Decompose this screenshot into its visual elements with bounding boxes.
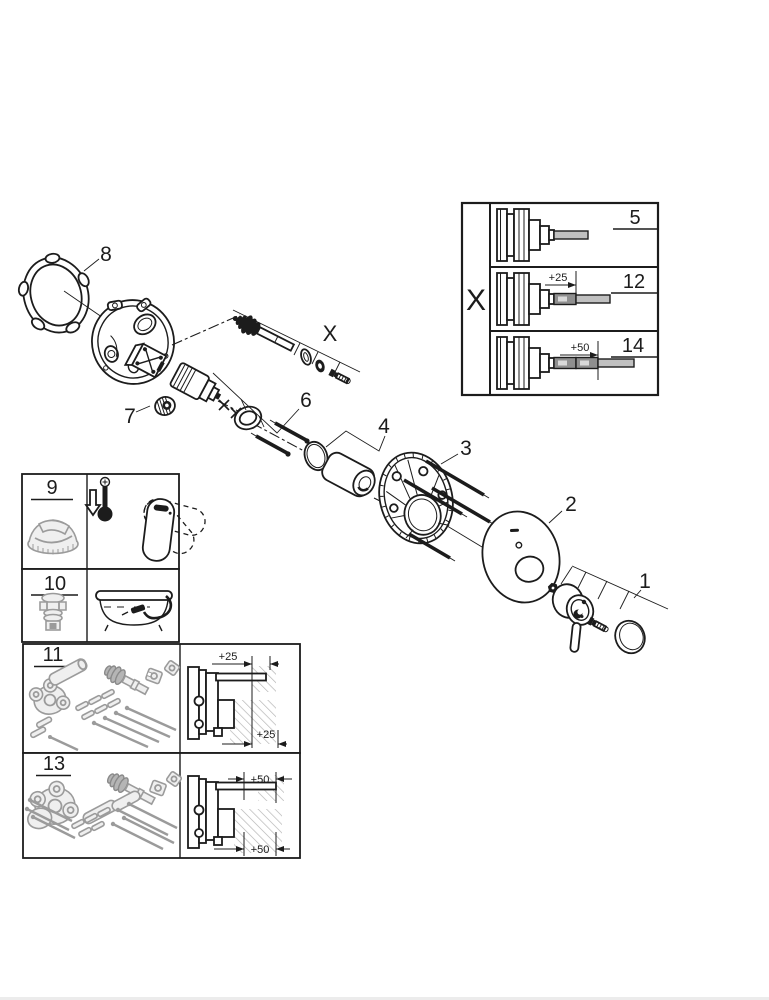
callout-x: X [323, 321, 338, 346]
wall-50-dim-bottom: +50 [251, 844, 270, 856]
callout-8: 8 [100, 243, 112, 266]
callout-8-leader [83, 258, 100, 272]
wall-25-dim-bottom: +25 [257, 729, 276, 741]
variant-row-12-dimension: +25 [549, 272, 568, 284]
callout-4: 4 [378, 415, 390, 438]
box-11-number: 11 [43, 644, 64, 666]
spare-box-9: 9 [21, 473, 206, 570]
box-9-number: 9 [46, 477, 57, 499]
plug-part-7 [154, 395, 176, 417]
bathtub-icon [95, 590, 173, 632]
stop-nut [315, 359, 325, 373]
callout-3: 3 [460, 437, 472, 460]
callout-1: 1 [639, 570, 651, 593]
check-valve-part [39, 592, 67, 631]
bracket-4 [325, 430, 386, 452]
handle-part-1: 1 [547, 565, 669, 655]
variant-row-14: +50 14 [496, 335, 657, 390]
extension-kit-50-parts [24, 771, 183, 851]
variant-row-14-number: 14 [622, 335, 644, 357]
sleeve-part-4: 4 [303, 415, 390, 498]
valve-body [91, 297, 175, 385]
lever-rotation-icon [141, 498, 206, 562]
variant-row-5-number: 5 [629, 207, 640, 229]
spindle-screw [328, 368, 351, 385]
pins [71, 806, 111, 838]
variant-column-label: X [466, 284, 486, 317]
callout-7-leader [135, 405, 151, 413]
temperature-down-icon [84, 476, 113, 522]
spare-box-11: 11 [22, 643, 301, 754]
long-screws [24, 797, 178, 851]
escutcheon-part-2: 2 [481, 493, 577, 604]
cartridge [169, 362, 222, 403]
callout-3-leader [440, 453, 459, 465]
sleeve [321, 451, 376, 498]
handle-cap [614, 619, 646, 655]
variant-row-5: 5 [496, 207, 657, 262]
bracket-x [232, 309, 361, 373]
o-ring [303, 440, 329, 472]
variant-box: X 5 +25 12 [460, 201, 660, 397]
spare-box-10: 10 [21, 568, 180, 643]
page-edge [0, 997, 769, 1000]
callout-2-leader [548, 510, 563, 524]
bracket-6 [212, 372, 300, 434]
ring-screws [250, 419, 310, 457]
wall-25-dim-top: +25 [219, 651, 238, 663]
pins [29, 688, 121, 739]
plate-screws [403, 459, 496, 562]
x-subassembly: X [232, 309, 361, 385]
spare-box-13: 13 [22, 752, 301, 859]
variant-row-12-number: 12 [623, 271, 645, 293]
callout-6: 6 [300, 389, 312, 412]
wall-50-dim-top: +50 [251, 774, 270, 786]
mounting-plate-part-3: 3 [378, 437, 496, 562]
extension-kit-25-parts [28, 658, 181, 752]
washer [300, 348, 312, 366]
handle-screw [587, 616, 609, 633]
wall-section-25: +25 +25 [187, 651, 287, 748]
box-10-number: 10 [44, 573, 66, 595]
bracket-1 [571, 565, 669, 610]
stop-ring-part-6: 6 [212, 372, 312, 457]
variant-row-14-dimension: +50 [571, 342, 590, 354]
callout-7: 7 [124, 405, 136, 428]
wall-section-50: +50 +50 [187, 772, 292, 856]
box-13-number: 13 [43, 753, 65, 775]
temp-limiter-part [27, 519, 79, 555]
variant-row-12: +25 12 [496, 271, 657, 326]
long-screws [48, 705, 177, 752]
callout-2: 2 [565, 493, 577, 516]
handle-lever [569, 622, 582, 653]
gasket-part-8 [17, 252, 90, 334]
